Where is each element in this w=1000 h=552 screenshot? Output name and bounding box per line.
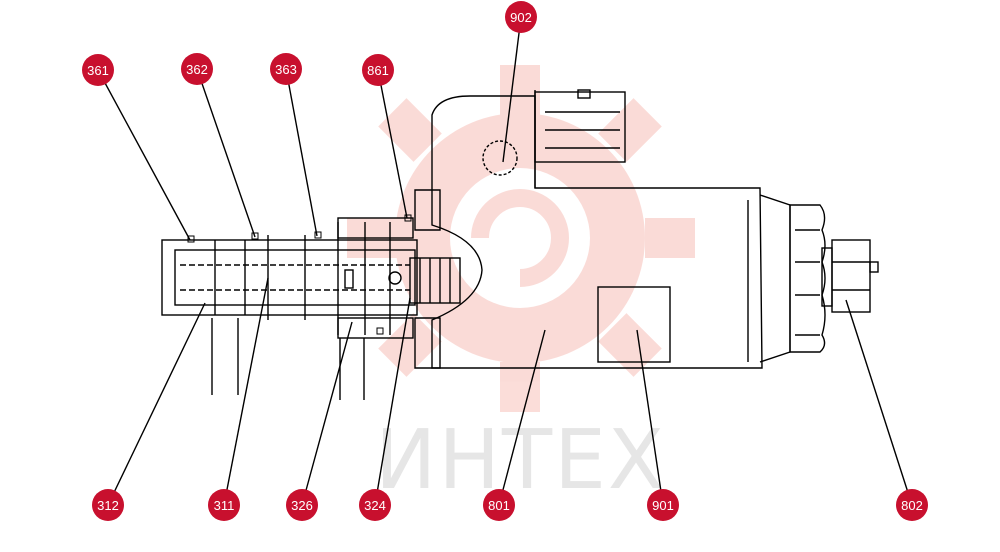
- callout-label-801: 801: [488, 498, 510, 513]
- leader-lines: [97, 16, 913, 506]
- callout-badge-324: 324: [359, 489, 391, 521]
- callout-label-902: 902: [510, 10, 532, 25]
- callout-badge-363: 363: [270, 53, 302, 85]
- callout-label-361: 361: [87, 63, 109, 78]
- callout-badge-802: 802: [896, 489, 928, 521]
- callout-label-312: 312: [97, 498, 119, 513]
- callout-badge-362: 362: [181, 53, 213, 85]
- callout-badge-312: 312: [92, 489, 124, 521]
- callout-label-901: 901: [652, 498, 674, 513]
- callout-label-311: 311: [214, 498, 235, 513]
- callout-badge-861: 861: [362, 54, 394, 86]
- valve-drawing: [161, 89, 879, 400]
- callout-label-362: 362: [186, 62, 208, 77]
- callout-label-326: 326: [291, 498, 313, 513]
- callout-badge-311: 311: [208, 489, 240, 521]
- watermark-text: ИНТЕХ: [375, 413, 666, 508]
- callout-badge-801: 801: [483, 489, 515, 521]
- callout-badge-326: 326: [286, 489, 318, 521]
- callout-label-861: 861: [367, 63, 389, 78]
- callout-label-802: 802: [901, 498, 923, 513]
- watermark-gear-logo: [347, 65, 695, 412]
- callout-label-324: 324: [364, 498, 386, 513]
- callout-label-363: 363: [275, 62, 297, 77]
- callout-badge-361: 361: [82, 54, 114, 86]
- callout-badge-901: 901: [647, 489, 679, 521]
- callout-badge-902: 902: [505, 1, 537, 33]
